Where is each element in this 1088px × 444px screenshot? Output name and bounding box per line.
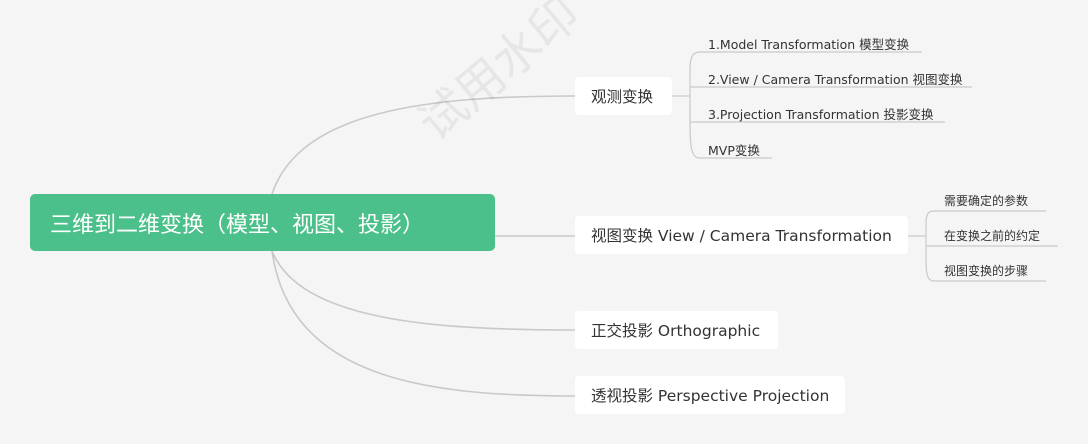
leaf-mvp-transform[interactable]: MVP变换 — [708, 143, 760, 158]
root-topic[interactable]: 三维到二维变换（模型、视图、投影） — [30, 194, 495, 251]
leaf-view-transform-steps[interactable]: 视图变换的步骤 — [944, 264, 1029, 278]
branch-perspective-projection[interactable]: 透视投影 Perspective Projection — [575, 376, 845, 414]
branch-observation-transform[interactable]: 观测变换 — [575, 77, 672, 115]
branch-view-transform[interactable]: 视图变换 View / Camera Transformation — [575, 216, 908, 254]
branch-orthographic-projection[interactable]: 正交投影 Orthographic — [575, 311, 778, 349]
leaf-model-transformation[interactable]: 1.Model Transformation 模型变换 — [708, 37, 910, 52]
leaf-required-parameters[interactable]: 需要确定的参数 — [944, 194, 1029, 208]
leaf-view-camera-transformation[interactable]: 2.View / Camera Transformation 视图变换 — [708, 72, 963, 87]
leaf-pre-transform-convention[interactable]: 在变换之前的约定 — [944, 229, 1041, 243]
leaf-projection-transformation[interactable]: 3.Projection Transformation 投影变换 — [708, 107, 934, 122]
